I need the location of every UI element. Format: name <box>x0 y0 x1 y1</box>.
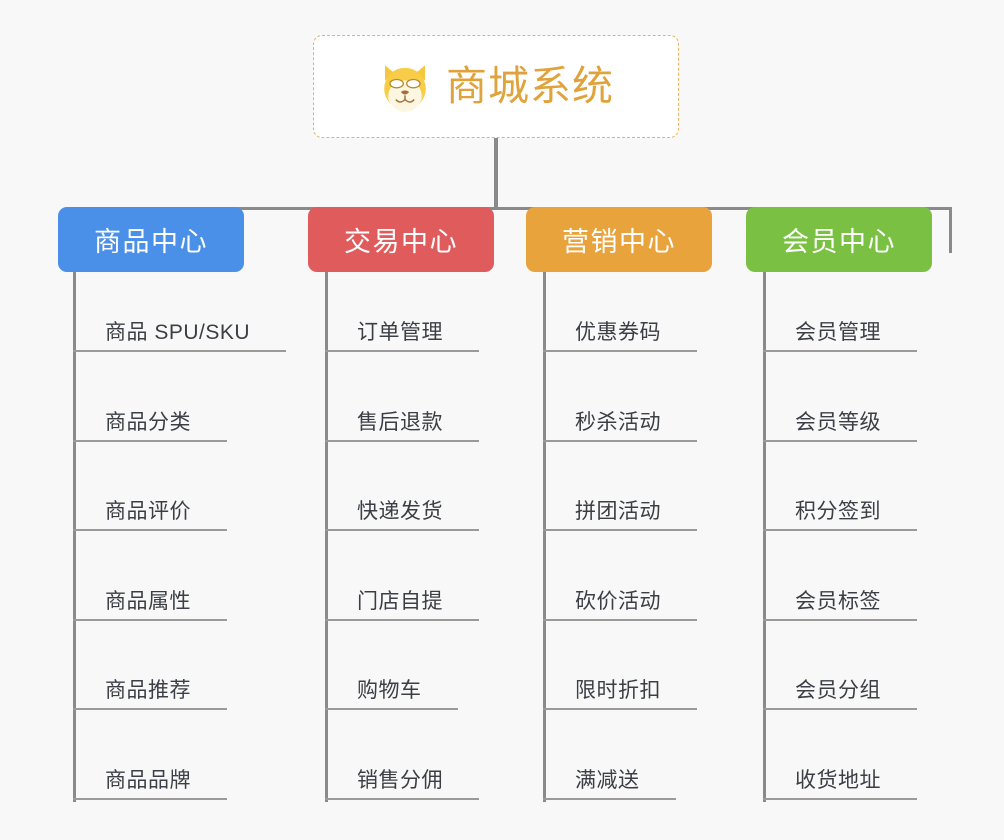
leaf-item-underline <box>325 798 479 800</box>
leaf-item-underline <box>763 529 917 532</box>
leaf-item-label: 订单管理 <box>357 321 443 344</box>
leaf-item-label: 门店自提 <box>357 589 443 613</box>
leaf-item-underline <box>73 708 227 711</box>
leaf-item-label: 会员分组 <box>795 679 881 703</box>
leaf-item-label: 销售分佣 <box>357 769 443 792</box>
leaf-item-label: 拼团活动 <box>575 500 661 524</box>
column-trunk-line <box>325 272 328 802</box>
column-trunk-line <box>763 272 766 802</box>
root-title: 商城系统 <box>446 63 614 109</box>
drop-connector-4 <box>949 207 952 253</box>
column-trunk-line <box>543 272 546 802</box>
leaf-item-underline <box>73 618 227 621</box>
leaf-item-underline <box>543 708 697 711</box>
root-stem-connector <box>494 138 498 210</box>
leaf-item-label: 快递发货 <box>357 500 443 524</box>
leaf-item-label: 购物车 <box>357 679 422 703</box>
category-header-trade[interactable]: 交易中心 <box>308 207 494 272</box>
leaf-item-label: 限时折扣 <box>575 679 661 703</box>
leaf-item-underline <box>325 618 479 621</box>
leaf-item-underline <box>73 529 227 532</box>
leaf-item-label: 会员标签 <box>795 589 881 613</box>
category-header-marketing[interactable]: 营销中心 <box>526 207 712 272</box>
leaf-item-underline <box>325 350 479 352</box>
leaf-item-label: 商品 SPU/SKU <box>105 321 251 344</box>
leaf-item-label: 商品评价 <box>105 500 191 524</box>
category-header-product[interactable]: 商品中心 <box>58 207 244 272</box>
leaf-item-label: 积分签到 <box>795 500 881 524</box>
leaf-item-underline <box>763 798 917 800</box>
leaf-item-underline <box>763 618 917 621</box>
leaf-item-label: 优惠券码 <box>575 321 661 344</box>
column-trunk-line <box>73 272 76 802</box>
leaf-item-label: 满减送 <box>575 769 640 792</box>
leaf-item-label: 会员管理 <box>795 321 881 344</box>
leaf-item-underline <box>73 350 286 352</box>
category-header-label: 交易中心 <box>344 227 458 257</box>
leaf-item-label: 商品属性 <box>105 589 191 613</box>
category-header-label: 商品中心 <box>94 227 208 257</box>
leaf-item-label: 商品品牌 <box>105 769 191 792</box>
leaf-item-label: 砍价活动 <box>575 589 661 613</box>
leaf-item-underline <box>73 798 227 800</box>
leaf-item-underline <box>543 439 697 442</box>
category-header-label: 营销中心 <box>562 227 676 257</box>
leaf-item-underline <box>543 798 676 800</box>
leaf-item-label: 收货地址 <box>795 769 881 792</box>
category-header-member[interactable]: 会员中心 <box>746 207 932 272</box>
leaf-item-underline <box>763 439 917 442</box>
leaf-item-label: 会员等级 <box>795 410 881 434</box>
leaf-item-underline <box>543 350 697 352</box>
root-node[interactable]: 商城系统 <box>313 35 679 138</box>
leaf-item-underline <box>763 708 917 711</box>
leaf-item-underline <box>325 439 479 442</box>
leaf-item-label: 商品分类 <box>105 410 191 434</box>
leaf-item-label: 秒杀活动 <box>575 410 661 434</box>
leaf-item-underline <box>73 439 227 442</box>
leaf-item-label: 售后退款 <box>357 410 443 434</box>
leaf-item-underline <box>763 350 917 352</box>
category-header-label: 会员中心 <box>782 227 896 257</box>
leaf-item-underline <box>325 708 458 711</box>
leaf-item-underline <box>543 618 697 621</box>
leaf-item-underline <box>325 529 479 532</box>
dog-face-icon <box>384 64 426 112</box>
leaf-item-underline <box>543 529 697 532</box>
leaf-item-label: 商品推荐 <box>105 679 191 703</box>
